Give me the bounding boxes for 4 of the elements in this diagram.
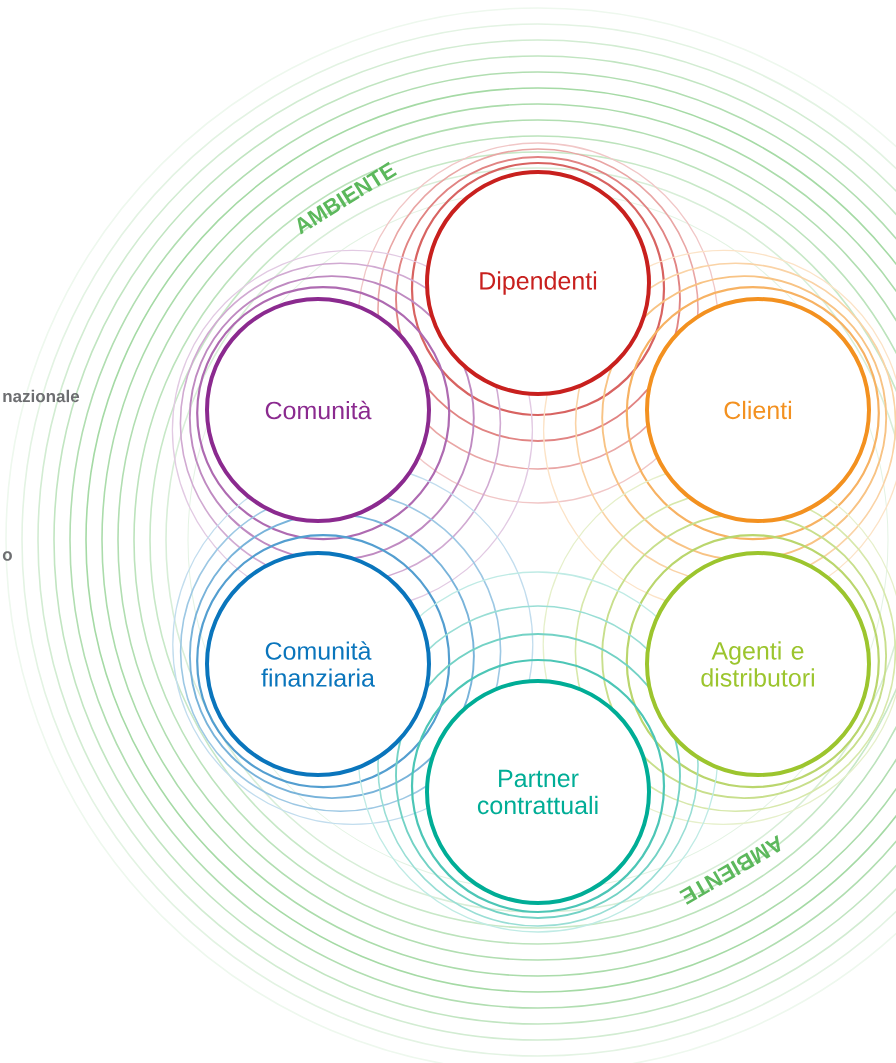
side-label: nazionale [3,389,80,403]
node-label: Agenti e distributori [701,641,814,687]
node-label: Clienti [724,400,792,420]
side-label: o [2,551,12,561]
